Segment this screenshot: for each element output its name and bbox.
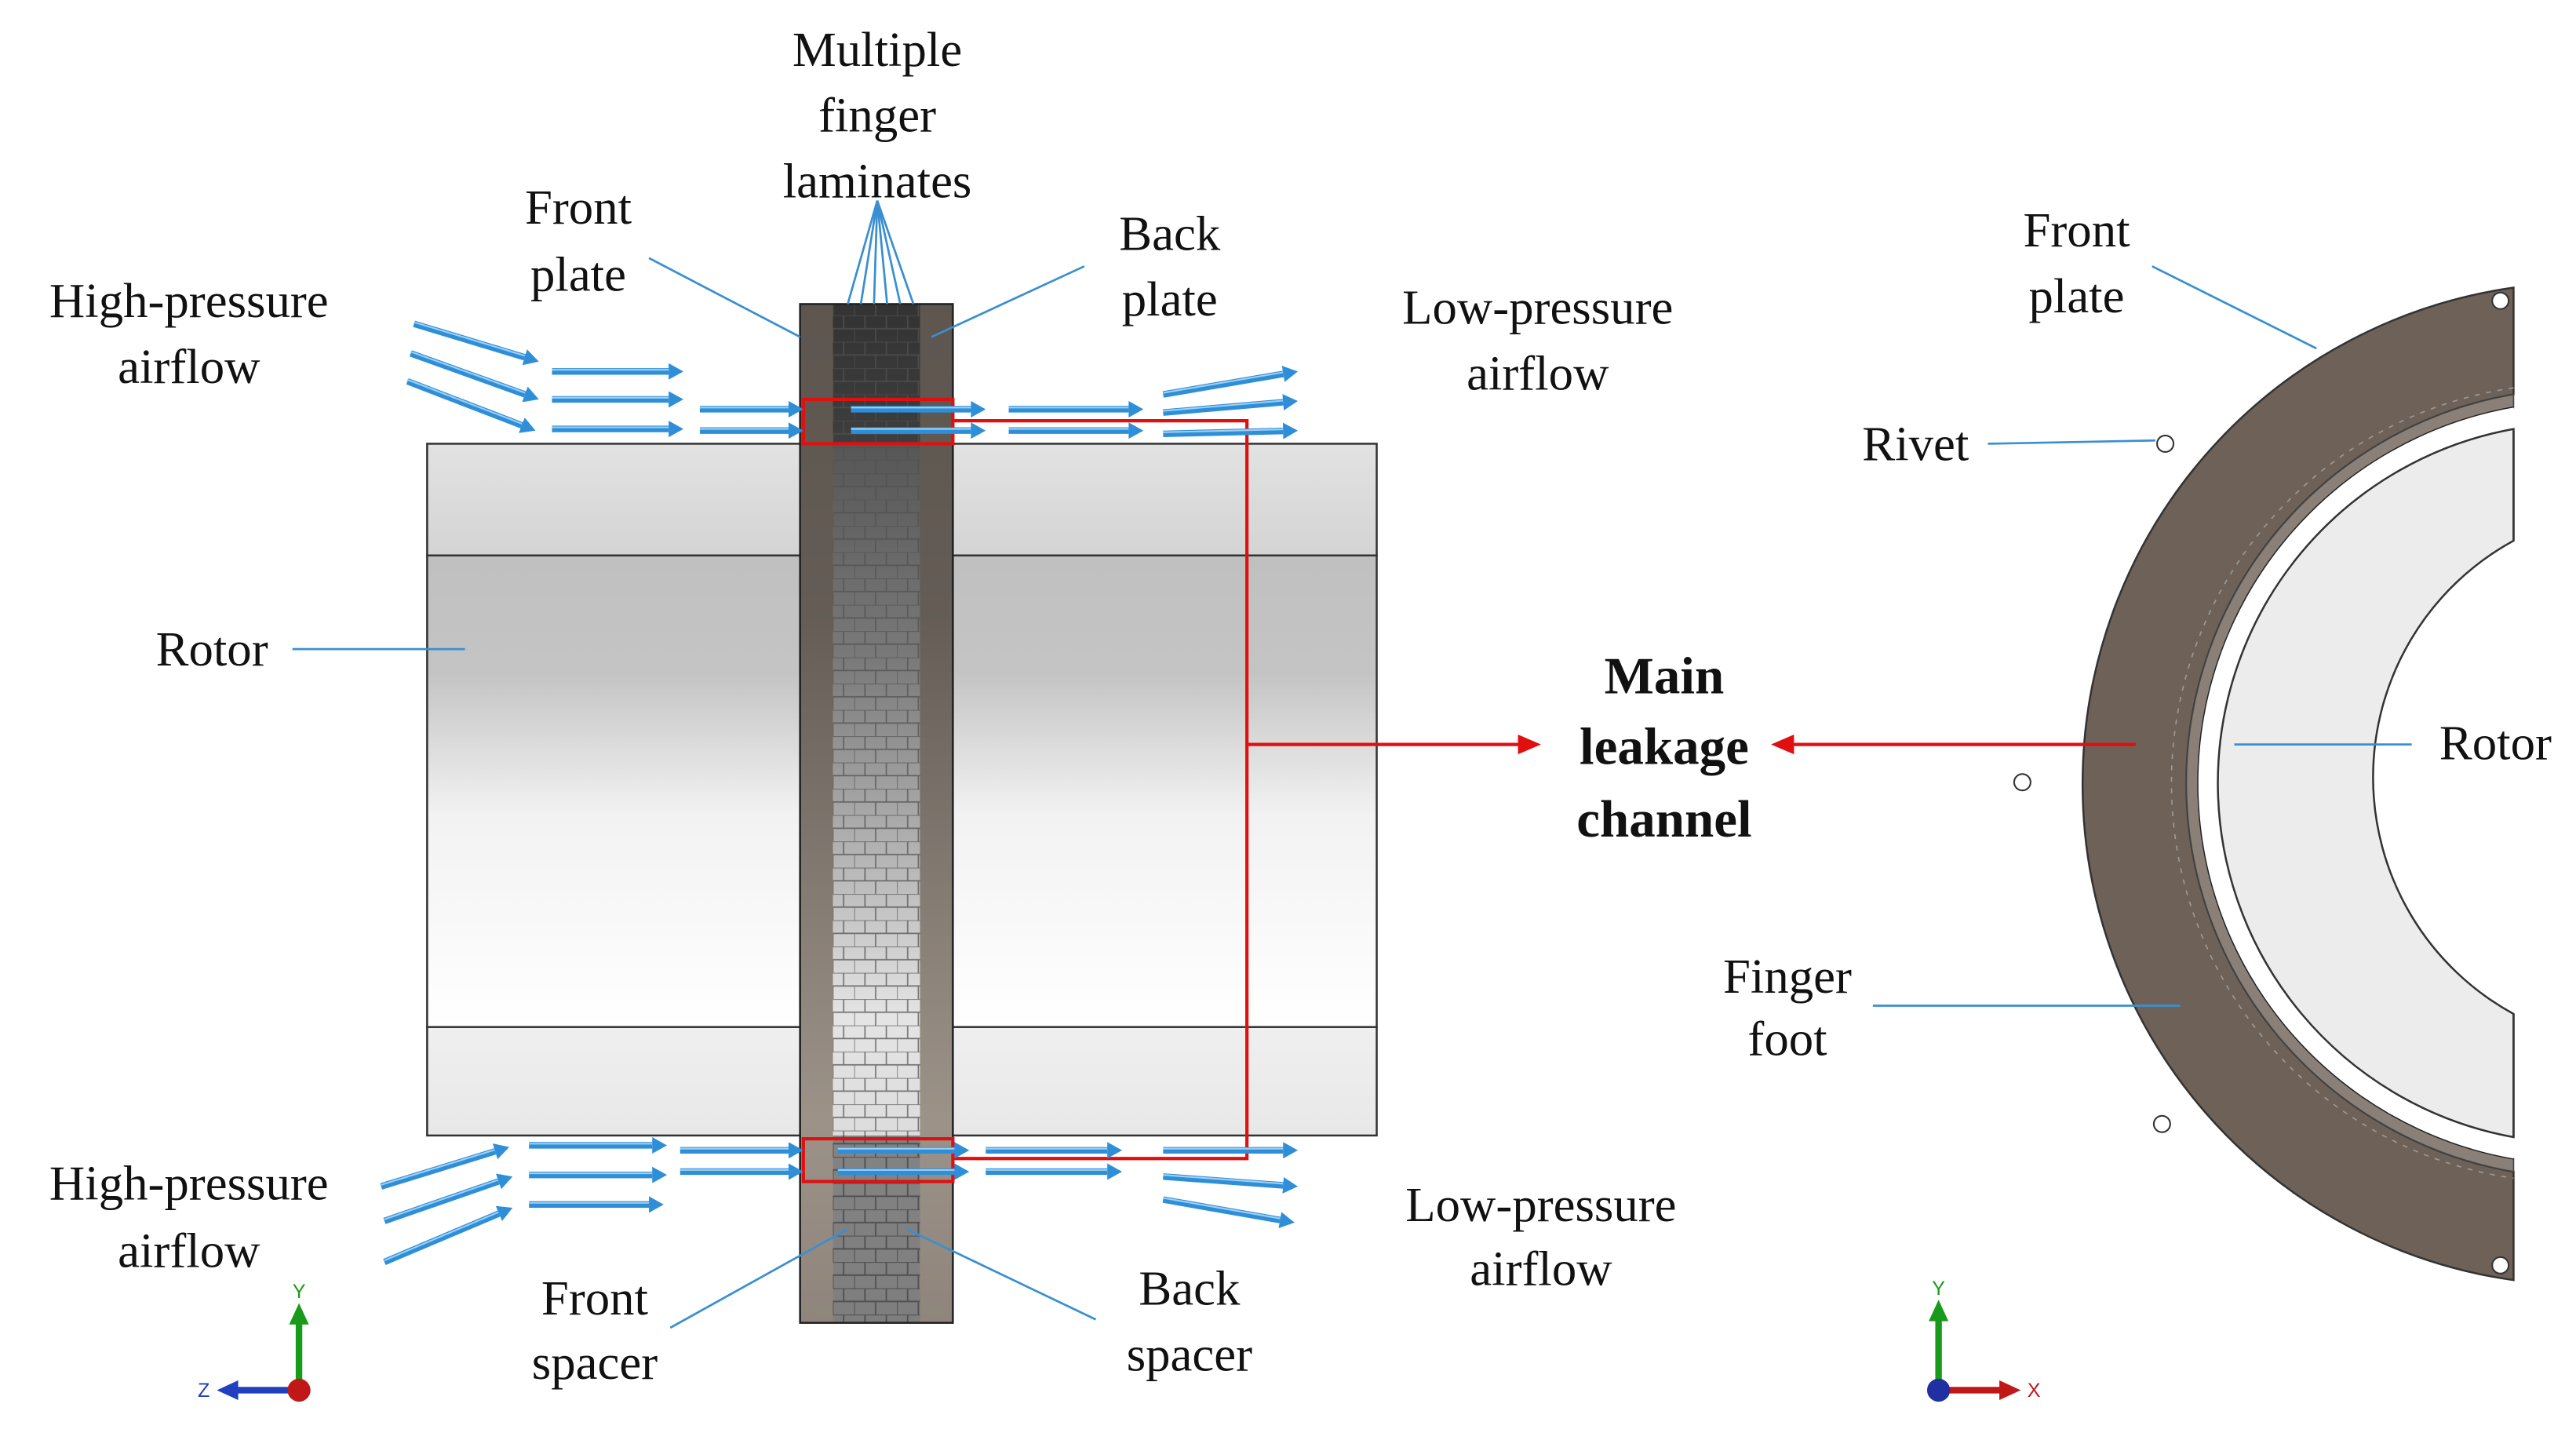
label-front-spacer-2: spacer	[532, 1335, 658, 1390]
label-low-pressure-top-1: Low-pressure	[1402, 280, 1673, 335]
label-back-plate-line1: Back	[1119, 206, 1221, 261]
airflow-arrow	[1162, 1196, 1295, 1228]
label-high-pressure-top-1: High-pressure	[49, 273, 329, 328]
left-figure: Multiple finger laminates Front plate Ba…	[49, 22, 1677, 1402]
axis-triad-left: Y Z	[198, 1281, 311, 1402]
label-low-pressure-bottom-1: Low-pressure	[1405, 1177, 1676, 1232]
airflow-arrow	[552, 363, 683, 380]
axis-label-left-z: Z	[198, 1380, 210, 1402]
label-channel: channel	[1576, 790, 1751, 848]
airflow-arrow	[529, 1166, 668, 1183]
leader-lines-left	[292, 200, 1097, 1329]
airflow-arrow	[406, 377, 536, 433]
leader-back-spacer	[906, 1228, 1097, 1321]
label-rivet: Rivet	[1862, 416, 1969, 471]
axis-label-right-x: X	[2028, 1380, 2041, 1402]
axis-label-left-y: Y	[293, 1281, 306, 1303]
airflow-arrow	[1008, 401, 1144, 418]
label-high-pressure-top-2: airflow	[118, 339, 261, 394]
airflow-arrow	[552, 421, 683, 438]
leader-front-plate-right	[2152, 265, 2317, 350]
label-high-pressure-bottom-2: airflow	[118, 1223, 261, 1278]
label-front-plate-right-2: plate	[2028, 268, 2124, 323]
airflow-arrow	[680, 1163, 803, 1180]
airflow-arrow	[1163, 1173, 1299, 1194]
label-finger-foot-2: foot	[1747, 1011, 1827, 1066]
leakage-connector	[953, 419, 1249, 1161]
airflow-arrow	[680, 1142, 803, 1159]
rivet-hole	[2156, 434, 2175, 453]
red-arrowhead-left	[1518, 735, 1541, 755]
airflow-arrow	[552, 391, 683, 408]
leader-rivet	[1988, 439, 2156, 445]
label-back-spacer-1: Back	[1139, 1261, 1241, 1316]
airflow-arrows-bottom	[380, 1137, 1299, 1265]
labels-right: Front plate Rivet Rotor Finger foot	[1723, 202, 2552, 1066]
leakage-highlight	[801, 397, 1528, 1183]
label-rotor-left: Rotor	[156, 622, 268, 676]
axis-label-right-y: Y	[1932, 1278, 1945, 1300]
airflow-arrow	[837, 1142, 970, 1159]
label-front-plate-line1: Front	[525, 180, 632, 235]
airflow-arrow	[986, 1142, 1123, 1159]
front-plate-strip	[800, 304, 833, 1323]
label-leakage: leakage	[1579, 718, 1749, 776]
label-back-spacer-2: spacer	[1127, 1326, 1252, 1381]
label-front-spacer-1: Front	[541, 1271, 649, 1325]
leader-front-plate	[648, 257, 801, 338]
label-front-plate-right-1: Front	[2023, 202, 2130, 257]
airflow-arrow	[1163, 1142, 1299, 1159]
rivets	[2013, 291, 2510, 1274]
rivet-hole	[2491, 291, 2510, 310]
airflow-arrow	[383, 1173, 513, 1224]
label-front-plate-line2: plate	[530, 247, 626, 302]
airflow-arrow	[837, 1163, 970, 1180]
label-finger: finger	[818, 88, 936, 143]
airflow-arrow	[1162, 366, 1299, 398]
label-laminates: laminates	[783, 153, 972, 208]
label-high-pressure-bottom-1: High-pressure	[49, 1156, 329, 1211]
main-leakage-channel: Main leakage channel	[1576, 647, 1751, 848]
airflow-arrow	[986, 1163, 1123, 1180]
rivet-hole	[2152, 1114, 2171, 1133]
airflow-arrow	[699, 401, 803, 418]
airflow-arrows-top	[406, 320, 1299, 439]
airflow-arrow	[1163, 394, 1299, 416]
red-arrowhead-right	[1771, 735, 1794, 755]
rivet-hole	[2491, 1256, 2510, 1274]
rivet-hole	[2013, 773, 2031, 792]
leader-back-plate	[931, 265, 1085, 338]
airflow-arrow	[529, 1196, 664, 1213]
label-finger-foot-1: Finger	[1723, 949, 1852, 1004]
airflow-arrow	[410, 350, 539, 403]
leader-lines-right	[1872, 265, 2412, 1007]
airflow-arrow	[851, 401, 986, 418]
label-low-pressure-top-2: airflow	[1467, 345, 1609, 400]
airflow-arrow	[1163, 422, 1299, 439]
airflow-arrow	[851, 422, 986, 439]
airflow-arrow	[1008, 422, 1144, 439]
rotor-right	[2217, 428, 2515, 1139]
airflow-arrow	[529, 1137, 668, 1154]
leader-front-spacer	[669, 1228, 849, 1329]
label-multiple: Multiple	[792, 22, 962, 77]
label-main: Main	[1605, 647, 1725, 706]
label-low-pressure-bottom-2: airflow	[1470, 1241, 1612, 1296]
airflow-arrow	[699, 422, 803, 439]
airflow-arrow	[413, 320, 539, 366]
right-figure: Front plate Rivet Rotor Finger foot Y X	[1723, 202, 2552, 1402]
label-rotor-right: Rotor	[2439, 715, 2552, 770]
airflow-arrow	[383, 1205, 513, 1265]
axis-triad-right: Y X	[1926, 1278, 2041, 1402]
labels-left: Multiple finger laminates Front plate Ba…	[49, 22, 1677, 1390]
label-back-plate-line2: plate	[1122, 272, 1218, 326]
airflow-arrow	[380, 1143, 510, 1190]
